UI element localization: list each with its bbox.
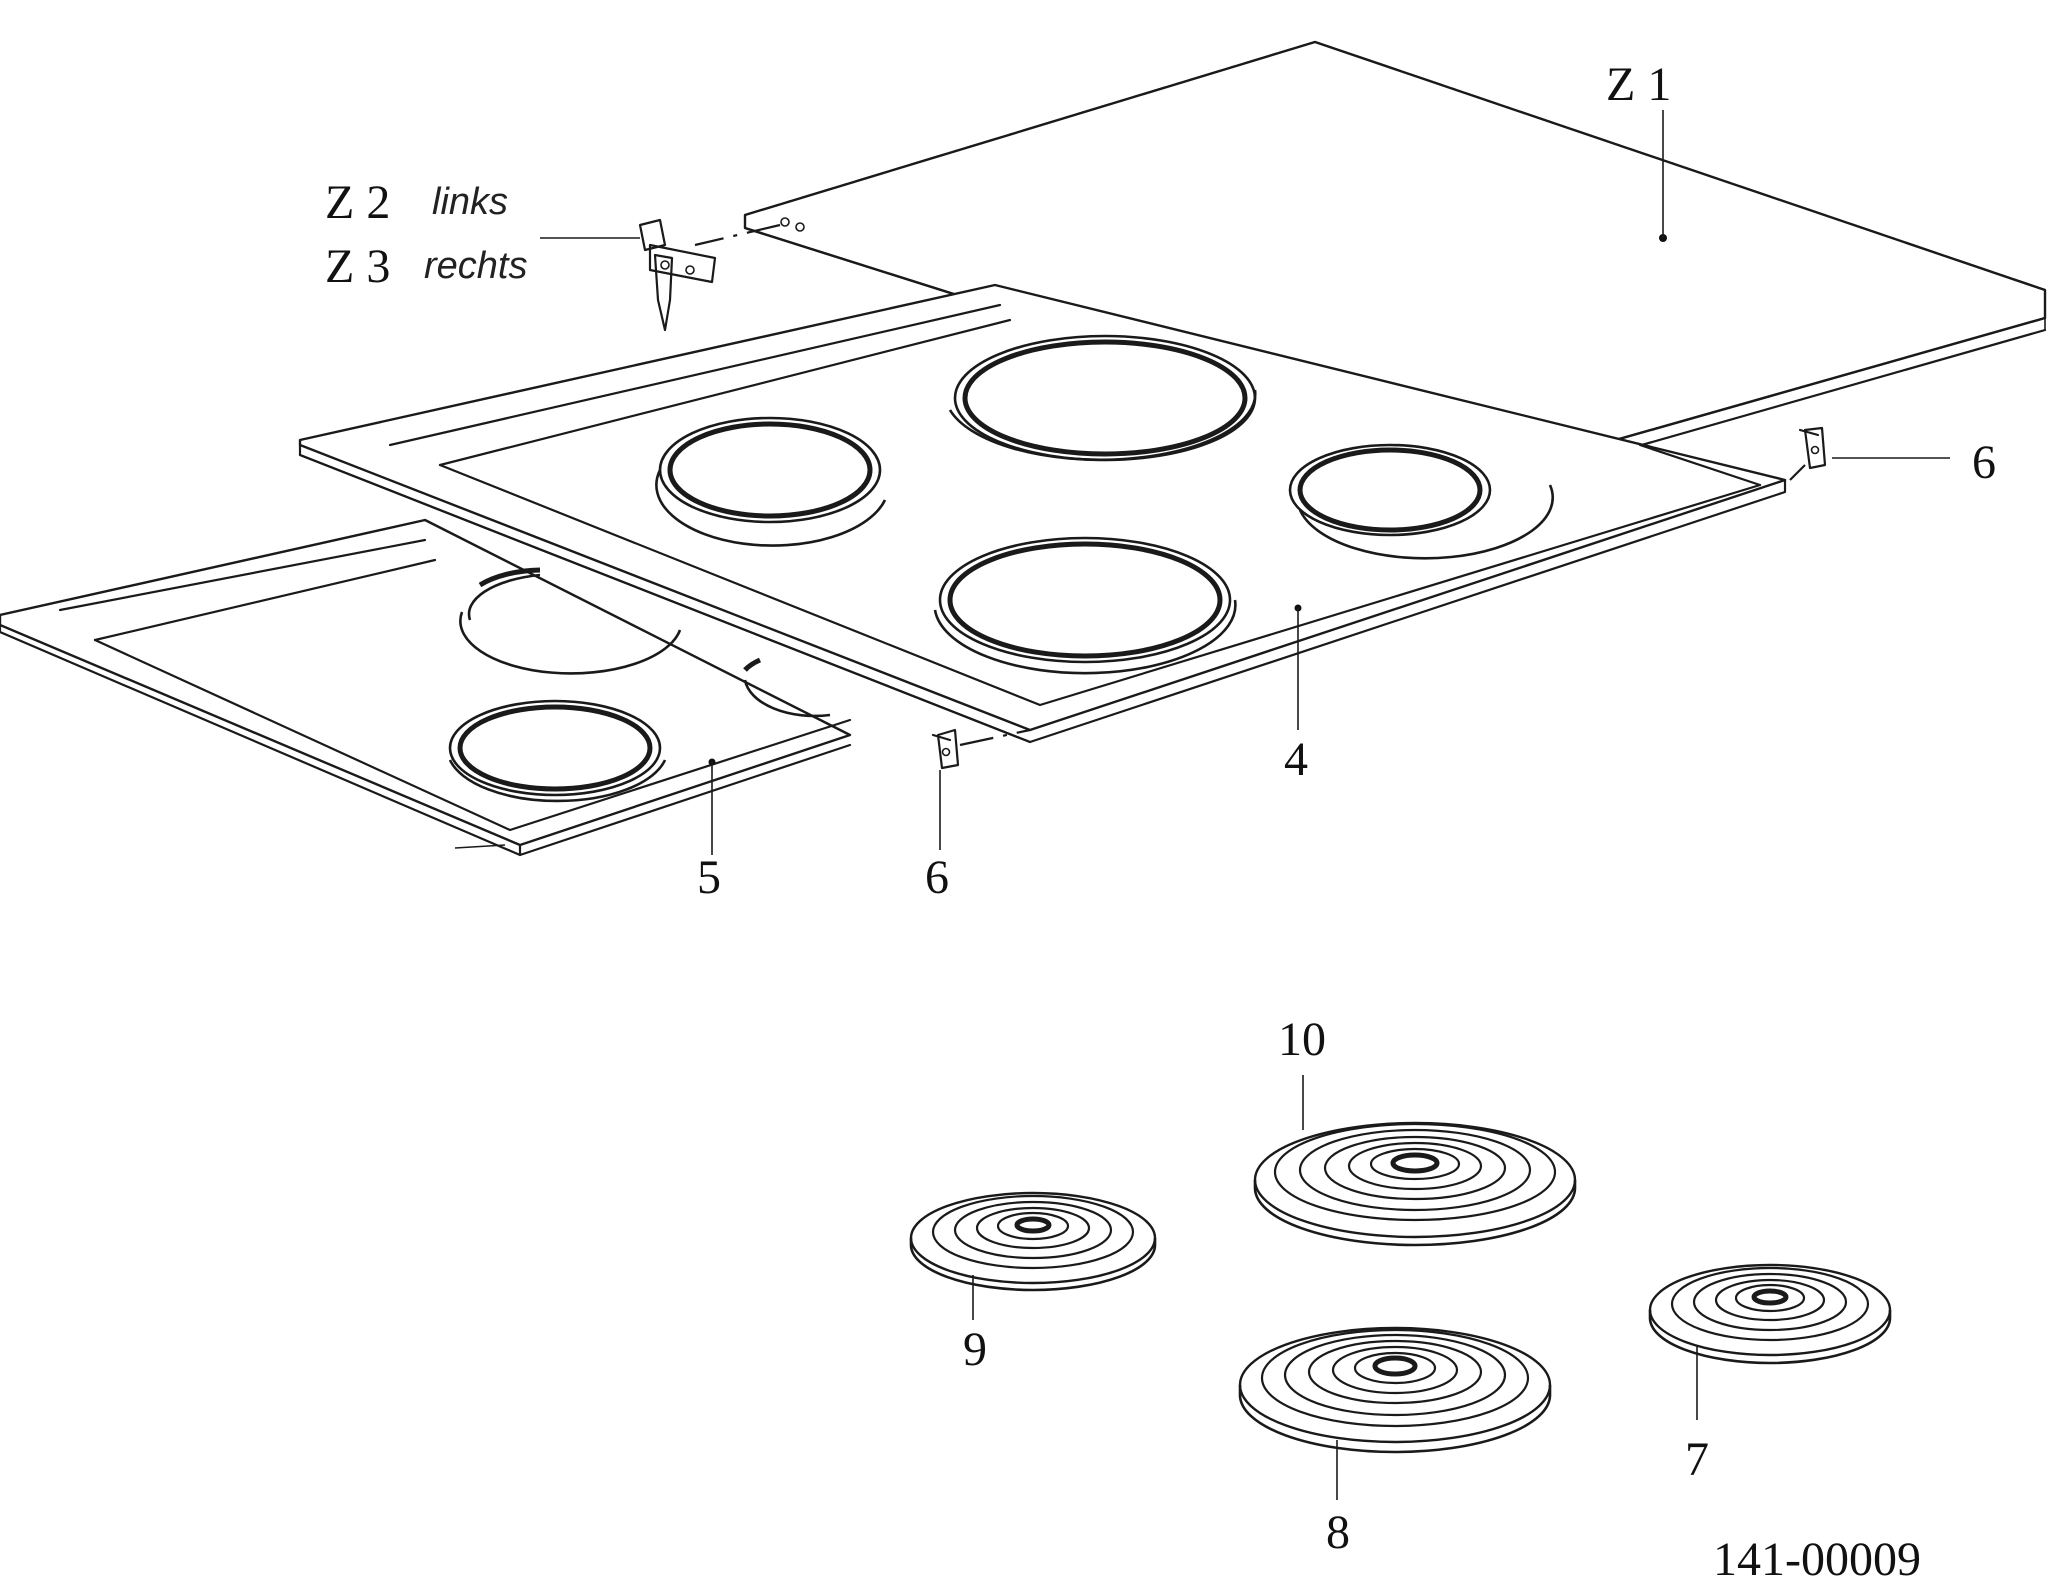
label-z2-side: links: [432, 181, 508, 223]
label-part-8: 8: [1326, 1506, 1350, 1559]
hob-plate-4: [298, 283, 1806, 744]
label-part-7: 7: [1685, 1433, 1709, 1486]
label-part-6-front: 6: [925, 851, 949, 904]
hinge-part-z2-z3: [540, 218, 717, 332]
label-part-5: 5: [697, 851, 721, 904]
label-z2-code: Z 2: [325, 176, 390, 229]
label-z3-side: rechts: [424, 245, 527, 287]
hob-plate-5: [0, 518, 852, 857]
label-z1: Z 1: [1606, 58, 1671, 111]
label-z3-code: Z 3: [325, 240, 390, 293]
label-part-6-right: 6: [1972, 436, 1996, 489]
heating-plate-9: [909, 1191, 1157, 1320]
heating-plate-10: [1253, 1075, 1577, 1247]
label-part-10: 10: [1278, 1013, 1326, 1066]
heating-plate-8: [1238, 1326, 1552, 1500]
label-part-4: 4: [1284, 733, 1308, 786]
clip-6-right: [1798, 426, 1950, 470]
clip-6-front: [931, 728, 1031, 850]
drawing-number: 141-00009: [1713, 1533, 1921, 1586]
heating-plate-7: [1648, 1263, 1892, 1420]
label-part-9: 9: [963, 1323, 987, 1376]
